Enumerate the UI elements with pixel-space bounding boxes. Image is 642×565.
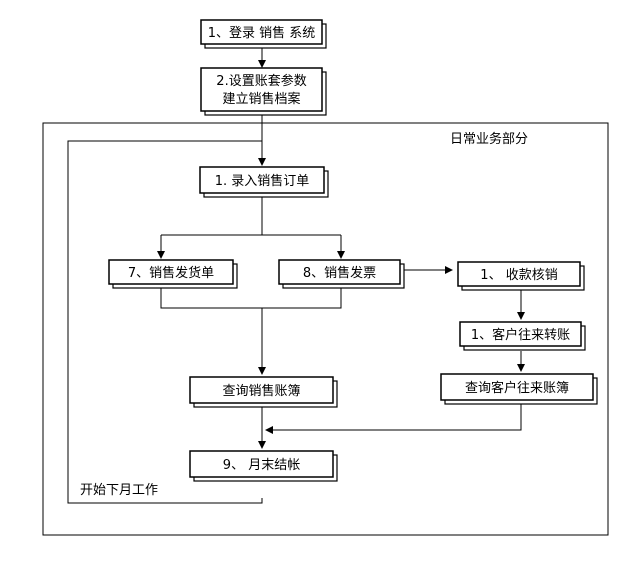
- box-delivery: 7、销售发货单: [108, 259, 238, 289]
- box-transfer-label: 1、客户往来转账: [471, 327, 570, 343]
- box-order: 1. 录入销售订单: [199, 166, 329, 198]
- line-merge-delivery-invoice: [160, 285, 342, 309]
- box-query-customer: 查询客户往来账簿: [440, 373, 598, 405]
- daily-business-frame: [42, 122, 609, 536]
- box-receipt-label: 1、 收款核销: [480, 268, 557, 283]
- box-order-label: 1. 录入销售订单: [215, 173, 310, 189]
- box-query-sales-label: 查询销售账簿: [222, 383, 300, 399]
- loop-next-month-line: [67, 140, 263, 504]
- box-query-sales: 查询销售账簿: [189, 376, 338, 408]
- box-invoice: 8、销售发票: [278, 259, 405, 289]
- box-delivery-label: 7、销售发货单: [128, 265, 214, 281]
- next-month-label: 开始下月工作: [80, 483, 158, 498]
- box-login-label: 1、登录 销售 系统: [208, 25, 316, 41]
- arrow-query-customer-to-merge: [265, 403, 522, 434]
- box-month-end: 9、 月末结帐: [189, 450, 338, 482]
- box-login: 1、登录 销售 系统: [200, 19, 327, 49]
- box-receipt: 1、 收款核销: [457, 261, 585, 291]
- box-transfer: 1、客户往来转账: [459, 321, 586, 351]
- box-setup-line2: 建立销售档案: [222, 91, 300, 107]
- daily-business-label: 日常业务部分: [450, 131, 528, 147]
- box-month-end-label: 9、 月末结帐: [223, 458, 300, 473]
- box-setup: 2.设置账套参数 建立销售档案: [200, 67, 327, 116]
- box-setup-line1: 2.设置账套参数: [216, 73, 306, 89]
- connectors: [67, 47, 525, 504]
- box-query-customer-label: 查询客户往来账簿: [465, 380, 569, 396]
- box-invoice-label: 8、销售发票: [303, 265, 376, 281]
